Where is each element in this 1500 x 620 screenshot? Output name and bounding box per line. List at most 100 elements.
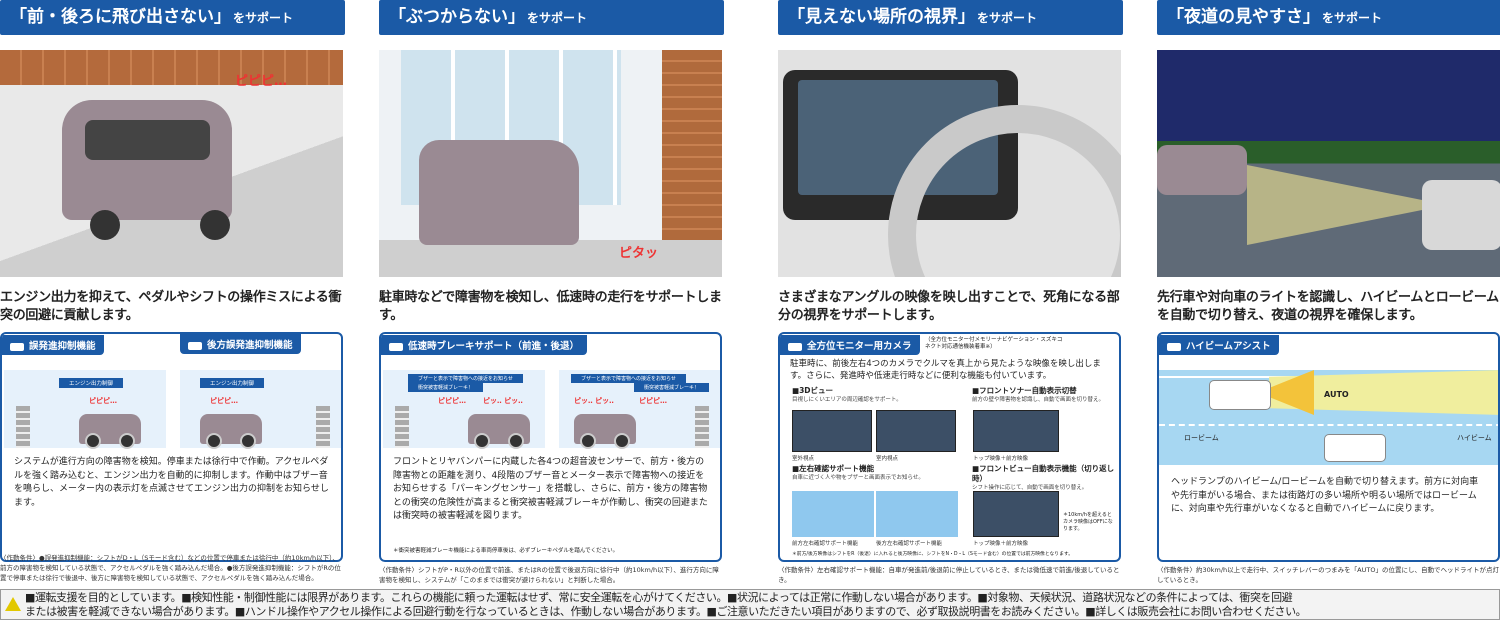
- caption: トップ映像＋前方映像: [973, 541, 1029, 547]
- feature-description: 駐車時に、前後左右4つのカメラでクルマを真上から見たような映像を映し出します。さ…: [790, 359, 1101, 381]
- caption: 室内視点: [876, 456, 899, 462]
- arrow-label: 衝突被害軽減ブレーキ！: [634, 383, 710, 392]
- lead-text: エンジン出力を抑えて、ペダルやシフトの操作ミスによる衝突の回避に貢献します。: [0, 290, 342, 323]
- scene-rear: エンジン出力制御 ピピピ…: [180, 370, 341, 449]
- tag-label: 全方位モニター用カメラ: [807, 341, 912, 352]
- warning-icon: [5, 597, 21, 611]
- tag-label: ハイビームアシスト: [1186, 341, 1271, 352]
- caption: 室外視点: [792, 456, 815, 462]
- headlight-beam: [1247, 165, 1447, 245]
- section-header: 「夜道の見やすさ」をサポート: [1157, 0, 1500, 35]
- scene-rear: ブザーと表示で障害物への接近をお知らせ 衝突被害軽減ブレーキ！ ピッ‥ ピッ‥ …: [559, 370, 720, 449]
- car-image: [419, 140, 579, 245]
- tag-label: 後方誤発進抑制機能: [207, 340, 293, 351]
- arrow-label: ブザーと表示で障害物への接近をお知らせ: [408, 374, 523, 383]
- feature-description: ヘッドランプのハイビーム/ロービームを自動で切り替えます。前方に対向車や先行車が…: [1171, 477, 1479, 514]
- low-beam-label: ロービーム: [1184, 434, 1219, 442]
- night-road-illustration: [1157, 50, 1500, 277]
- caption: トップ映像＋前方映像: [973, 456, 1029, 462]
- feature-title: ■フロントビュー自動表示機能（切り返し時）: [972, 464, 1115, 483]
- header-suffix: をサポート: [977, 11, 1038, 25]
- lead-text: さまざまなアングルの映像を映し出すことで、死角になる部分の視界をサポートします。: [778, 290, 1120, 323]
- high-beam-label: ハイビーム: [1457, 434, 1492, 442]
- feature-box: ハイビームアシスト AUTO ロービーム ハイビーム ヘッドランプのハイビーム/…: [1157, 332, 1500, 562]
- feature-front-sonar: ■フロントソナー自動表示切替前方の壁や障害物を認識し、自動で画面を切り替え。: [972, 386, 1104, 404]
- operating-conditions: 〈作動条件〉シフトがP・R以外の位置で前進、またはRの位置で後退方向に徐行中（約…: [379, 566, 719, 584]
- feature-title: ■左右確認サポート機能: [792, 464, 875, 473]
- feature-desc: 前方の壁や障害物を認識し、自動で画面を切り替え。: [972, 397, 1105, 403]
- feature-box: 誤発進抑制機能 後方誤発進抑制機能 エンジン出力制御 ピピピ… エンジン出力制御…: [0, 332, 343, 562]
- footnote: ＊前方/後方映像はシフトをR（後退）に入れると後方映像に、シフトをN・D・L（S…: [792, 552, 1074, 557]
- footnote: ＊衝突被害軽減ブレーキ機能による車両停車後は、必ずブレーキペダルを踏んでください…: [393, 548, 619, 554]
- section-header: 「前・後ろに飛び出さない」をサポート: [0, 0, 345, 35]
- feature-desc: シフト操作に応じて、自動で画面を切り替え。: [972, 485, 1088, 491]
- caption: 後方左右確認サポート機能: [876, 541, 943, 547]
- disclaimer-line: ■運転支援を目的としています。■検知性能・制御性能には限界があります。これらの機…: [25, 591, 1293, 604]
- beep-label: ピピピ…: [235, 74, 288, 89]
- arrow-label: エンジン出力制御: [59, 378, 124, 388]
- dashboard-illustration: [778, 50, 1121, 277]
- header-suffix: をサポート: [527, 11, 588, 25]
- tag-label: 誤発進抑制機能: [29, 341, 96, 352]
- beep-label: ピピピ…: [639, 397, 667, 405]
- feature-box: 全方位モニター用カメラ （全方位モニター付メモリーナビゲーション・スズキコネクト…: [778, 332, 1121, 562]
- operating-conditions: 〈作動条件〉約30km/h以上で走行中、スイッチレバーのつまみを「AUTO」の位…: [1157, 566, 1499, 584]
- header-title: 「夜道の見やすさ」: [1167, 7, 1320, 27]
- tag-label: 低速時ブレーキサポート（前進・後退）: [408, 341, 580, 352]
- disclaimer-line: または被害を軽減できない場合があります。■ハンドル操作やアクセル操作による回避行…: [25, 605, 1307, 618]
- beep-label: ピッ‥ ピッ‥: [483, 397, 523, 405]
- disclaimer-footer: ■運転支援を目的としています。■検知性能・制御性能には限界があります。これらの機…: [0, 589, 1500, 620]
- feature-title: ■3Dビュー: [792, 386, 834, 395]
- header-suffix: をサポート: [1322, 11, 1383, 25]
- oncoming-car: [1422, 180, 1500, 250]
- car-icon: [188, 341, 202, 350]
- car-image: [1157, 145, 1247, 195]
- beep-label: ピピピ…: [89, 397, 117, 405]
- feature-title: ■フロントソナー自動表示切替: [972, 386, 1077, 395]
- scene-front: ブザーと表示で障害物への接近をお知らせ 衝突被害軽減ブレーキ！ ピピピ… ピッ‥…: [383, 370, 545, 449]
- header-suffix: をサポート: [233, 11, 294, 25]
- beep-label: ピピピ…: [210, 397, 238, 405]
- feature-tag: ハイビームアシスト: [1159, 335, 1279, 355]
- feature-front-view: ■フロントビュー自動表示機能（切り返し時） シフト操作に応じて、自動で画面を切り替…: [972, 464, 1119, 492]
- column-forward-backward: 「前・後ろに飛び出さない」をサポート ピピピ… エンジン出力を抑えて、ペダルやシ…: [0, 0, 345, 588]
- camera-icon: [788, 342, 802, 351]
- lead-text: 先行車や対向車のライトを認識し、ハイビームとロービームを自動で切り替え、夜道の視…: [1157, 290, 1499, 323]
- feature-description: システムが進行方向の障害物を検知。停車または徐行中で作動。アクセルペダルを強く踏…: [14, 457, 329, 508]
- arrow-label: エンジン出力制御: [200, 378, 265, 388]
- feature-tag: 後方誤発進抑制機能: [180, 334, 301, 354]
- feature-tag: 低速時ブレーキサポート（前進・後退）: [381, 335, 588, 355]
- feature-tag: 全方位モニター用カメラ: [780, 335, 920, 355]
- car-icon: [10, 342, 24, 351]
- auto-label: AUTO: [1324, 390, 1349, 399]
- feature-desc: 自車に近づく人や物をブザーと画面表示でお知らせ。: [792, 475, 924, 481]
- beep-label: ピピピ…: [438, 397, 466, 405]
- arrow-label: ブザーと表示で障害物への接近をお知らせ: [571, 374, 686, 383]
- operating-conditions: 〈作動条件〉●誤発進抑制機能：シフトがD・L（Sモード含む）などの位置で停車また…: [0, 554, 341, 582]
- caption: 前方左右確認サポート機能: [792, 541, 859, 547]
- column-visibility: 「見えない場所の視界」をサポート さまざまなアングルの映像を映し出すことで、死角…: [778, 0, 1123, 588]
- parking-illustration: ピピピ…: [0, 50, 343, 277]
- oncoming-car: [1324, 434, 1386, 462]
- feature-side-check: ■左右確認サポート機能自車に近づく人や物をブザーと画面表示でお知らせ。: [792, 464, 924, 482]
- scene-front: エンジン出力制御 ピピピ…: [4, 370, 166, 449]
- beam-diagram: AUTO ロービーム ハイビーム: [1159, 370, 1498, 465]
- header-title: 「見えない場所の視界」: [788, 7, 975, 27]
- feature-box: 低速時ブレーキサポート（前進・後退） ブザーと表示で障害物への接近をお知らせ 衝…: [379, 332, 722, 562]
- side-note: ＊10km/hを超えるとカメラ映像はOFFになります。: [1063, 512, 1113, 532]
- arrow-label: 衝突被害軽減ブレーキ！: [408, 383, 484, 392]
- tag-note: （全方位モニター付メモリーナビゲーション・スズキコネクト対応通信機装着車※）: [925, 337, 1063, 350]
- feature-tag: 誤発進抑制機能: [2, 335, 104, 355]
- operating-conditions: 〈作動条件〉左右確認サポート機能：自車が発進前/後退前に停止しているとき、または…: [778, 566, 1120, 584]
- beep-label: ピッ‥ ピッ‥: [574, 397, 614, 405]
- section-header: 「見えない場所の視界」をサポート: [778, 0, 1123, 35]
- column-night: 「夜道の見やすさ」をサポート 先行車や対向車のライトを認識し、ハイビームとロービ…: [1157, 0, 1500, 588]
- feature-description: フロントとリヤバンパーに内蔵した各4つの超音波センサーで、前方・後方の障害物との…: [393, 457, 708, 521]
- lead-text: 駐車時などで障害物を検知し、低速時の走行をサポートします。: [379, 290, 722, 323]
- feature-desc: 目視しにくいエリアの周辺確認をサポート。: [792, 397, 902, 403]
- high-beam-icon: [1167, 342, 1181, 351]
- header-title: 「ぶつからない」: [389, 7, 525, 27]
- car-image: [62, 100, 232, 220]
- feature-3d-view: ■3Dビュー目視しにくいエリアの周辺確認をサポート。: [792, 386, 902, 404]
- column-collision: 「ぶつからない」をサポート ピタッ 駐車時などで障害物を検知し、低速時の走行をサ…: [379, 0, 724, 588]
